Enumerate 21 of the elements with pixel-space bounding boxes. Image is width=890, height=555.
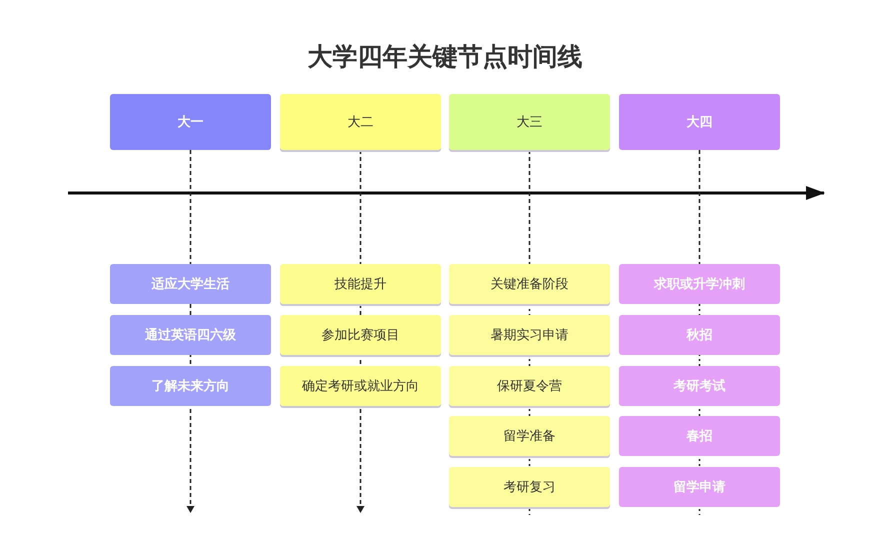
milestone-box: 通过英语四六级 [110,315,271,355]
milestone-box: 了解未来方向 [110,366,271,406]
milestone-box: 秋招 [619,315,780,355]
year-header-box: 大一 [110,94,271,150]
year-header-box: 大四 [619,94,780,150]
milestone-box: 暑期实习申请 [449,315,610,355]
milestone-box: 关键准备阶段 [449,264,610,304]
year-header-box: 大二 [280,94,441,150]
year-header-box: 大三 [449,94,610,150]
milestone-box: 春招 [619,416,780,456]
milestone-box: 确定考研或就业方向 [280,366,441,406]
milestone-box: 技能提升 [280,264,441,304]
milestone-box: 求职或升学冲刺 [619,264,780,304]
milestone-box: 参加比赛项目 [280,315,441,355]
milestone-box: 留学准备 [449,416,610,456]
milestone-box: 适应大学生活 [110,264,271,304]
milestone-box: 考研考试 [619,366,780,406]
milestone-box: 考研复习 [449,467,610,507]
milestone-box: 留学申请 [619,467,780,507]
milestone-box: 保研夏令营 [449,366,610,406]
title: 大学四年关键节点时间线 [306,41,584,73]
